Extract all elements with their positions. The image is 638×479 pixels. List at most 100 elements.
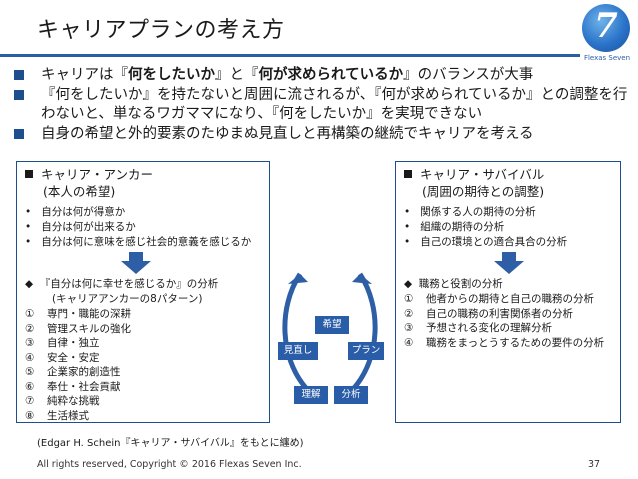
- logo-circle: [582, 4, 630, 52]
- list-number: ④: [25, 351, 35, 364]
- list-item-text: 他者からの期待と自己の職務の分析: [426, 293, 594, 305]
- square-bullet-icon: [14, 90, 24, 100]
- copyright-footer: All rights reserved, Copyright © 2016 Fl…: [37, 459, 302, 470]
- career-survival-heading-text: キャリア・サバイバル: [420, 167, 545, 182]
- bullet-1: キャリアは『何をしたいか』と『何が求められているか』のバランスが大事: [14, 66, 634, 85]
- logo-text: Flexas Seven: [583, 54, 631, 62]
- logo-seven-glyph: 7: [594, 6, 618, 46]
- list-number: ⑤: [25, 366, 35, 378]
- numbered-list-item: ③ 自律・独立: [25, 337, 100, 350]
- numbered-list-item: ② 管理スキルの強化: [25, 323, 131, 336]
- list-item-text: 自己の職務の利害関係者の分析: [426, 307, 573, 320]
- arrowhead-icon: [352, 274, 372, 284]
- down-arrow-icon: [494, 252, 524, 274]
- company-logo: 7 Flexas Seven: [576, 4, 636, 66]
- bullet-1-post: 』のバランスが大事: [403, 67, 534, 83]
- list-item-text: 自律・独立: [47, 337, 100, 349]
- list-item: • 関係する人の期待の分析: [404, 206, 536, 218]
- list-item-text: 組織の期待の分析: [420, 221, 505, 233]
- slide-title: キャリアプランの考え方: [37, 18, 285, 43]
- numbered-list-item: ① 他者からの期待と自己の職務の分析: [404, 293, 594, 306]
- list-number: ⑥: [25, 380, 35, 393]
- list-number: ④: [404, 336, 414, 349]
- list-item-text: 奉仕・社会貢献: [47, 380, 121, 393]
- numbered-list-item: ③ 予想される変化の理解分析: [404, 322, 552, 335]
- cycle-label-analysis: 分析: [334, 386, 368, 404]
- list-item: • 自分は何が得意か: [25, 206, 126, 218]
- numbered-list-item: ⑤ 企業家的創造性: [25, 366, 121, 379]
- career-anchor-heading: キャリア・アンカー: [25, 167, 153, 183]
- analysis-title-text: 『自分は何に幸せを感じるか』の分析: [39, 278, 219, 290]
- numbered-list-item: ⑧ 生活様式: [25, 410, 89, 423]
- cycle-arc-right: [352, 272, 378, 390]
- list-item-text: 自分は何に意味を感じ社会的意義を感じるか: [41, 236, 252, 248]
- bullet-2: 『何をしたいか』を持たないと周囲に流されるが、『何が求められているか』との調整を…: [14, 86, 634, 124]
- list-number: ①: [404, 293, 414, 305]
- cycle-label-plan: プラン: [348, 342, 384, 360]
- cycle-label-review: 見直し: [278, 342, 318, 360]
- source-citation: (Edgar H. Schein『キャリア・サバイバル』をもとに纏め): [37, 438, 304, 449]
- bullet-1-pre: キャリアは『: [41, 67, 128, 83]
- career-cycle-diagram: 希望 見直し プラン 理解 分析: [270, 238, 390, 414]
- numbered-list-item: ⑦ 純粋な挑戦: [25, 395, 100, 408]
- bullet-1-mid: 』と『: [215, 67, 259, 83]
- title-rule: [0, 54, 580, 57]
- career-anchor-subheading: (本人の希望): [43, 184, 116, 199]
- cycle-arrows: [282, 272, 378, 390]
- list-number: ③: [25, 337, 35, 349]
- bullet-3-text: 自身の希望と外的要素のたゆまぬ見直しと再構築の継続でキャリアを考える: [41, 126, 534, 142]
- analysis-title: ◆ 職務と役割の分析: [404, 278, 503, 290]
- career-anchor-heading-text: キャリア・アンカー: [41, 167, 154, 182]
- down-arrow-icon: [121, 252, 151, 274]
- bullet-1-emphasis-1: 何をしたいか: [128, 67, 215, 83]
- list-item: • 自分は何が出来るか: [25, 221, 136, 233]
- career-anchor-panel: キャリア・アンカー (本人の希望) • 自分は何が得意か • 自分は何が出来るか…: [16, 161, 270, 423]
- numbered-list-item: ② 自己の職務の利害関係者の分析: [404, 308, 573, 321]
- list-item-text: 生活様式: [47, 409, 89, 422]
- list-item-text: 自分は何が得意か: [41, 206, 126, 218]
- square-bullet-icon: [404, 170, 412, 178]
- cycle-arc-left: [282, 272, 308, 390]
- list-item-text: 予想される変化の理解分析: [426, 322, 552, 334]
- numbered-list-item: ④ 安全・安定: [25, 352, 100, 365]
- list-item-text: 関係する人の期待の分析: [420, 206, 536, 218]
- page-number: 37: [588, 459, 601, 470]
- list-item: • 組織の期待の分析: [404, 221, 505, 233]
- list-number: ⑦: [25, 395, 35, 407]
- list-number: ②: [404, 307, 414, 320]
- bullet-1-emphasis-2: 何が求められているか: [258, 67, 404, 83]
- cycle-label-hope: 希望: [315, 316, 349, 334]
- bullet-3: 自身の希望と外的要素のたゆまぬ見直しと再構築の継続でキャリアを考える: [14, 125, 634, 144]
- list-number: ②: [25, 322, 35, 335]
- list-item-text: 純粋な挑戦: [47, 395, 100, 407]
- list-number: ③: [404, 322, 414, 334]
- analysis-title: ◆ 『自分は何に幸せを感じるか』の分析: [25, 278, 219, 290]
- analysis-title-text: 職務と役割の分析: [418, 278, 503, 290]
- numbered-list-item: ① 専門・職能の深耕: [25, 308, 131, 321]
- list-item: • 自分は何に意味を感じ社会的意義を感じるか: [25, 236, 252, 248]
- square-bullet-icon: [14, 129, 24, 139]
- square-bullet-icon: [25, 170, 33, 178]
- list-item: • 自己の環境との適合具合の分析: [404, 236, 568, 248]
- numbered-list-item: ⑥ 奉仕・社会貢献: [25, 381, 121, 394]
- list-item-text: 企業家的創造性: [47, 366, 121, 378]
- career-survival-panel: キャリア・サバイバル (周囲の期待との調整) • 関係する人の期待の分析 • 組…: [395, 161, 621, 423]
- bullet-2-line-1: 『何をしたいか』を持たないと周囲に流されるが、『何が求められているか』との調整を…: [41, 87, 628, 103]
- arrowhead-icon: [288, 274, 308, 284]
- career-survival-heading: キャリア・サバイバル: [404, 167, 544, 183]
- analysis-subtitle: (キャリアアンカーの8パターン): [52, 293, 203, 305]
- cycle-label-understanding: 理解: [294, 386, 328, 404]
- list-number: ⑧: [25, 409, 35, 422]
- list-item-text: 自己の環境との適合具合の分析: [420, 236, 568, 248]
- list-item-text: 専門・職能の深耕: [47, 308, 131, 320]
- list-item-text: 安全・安定: [47, 351, 100, 364]
- career-survival-subheading: (周囲の期待との調整): [422, 184, 545, 199]
- square-bullet-icon: [14, 70, 24, 80]
- bullet-2-line-2: わないと、単なるワガママになり、『何をしたいか』を実現できない: [41, 106, 483, 122]
- list-item-text: 管理スキルの強化: [47, 322, 131, 335]
- bullet-list: キャリアは『何をしたいか』と『何が求められているか』のバランスが大事 『何をした…: [14, 66, 634, 145]
- list-number: ①: [25, 308, 35, 320]
- list-item-text: 自分は何が出来るか: [41, 221, 136, 233]
- numbered-list-item: ④ 職務をまっとうするための要件の分析: [404, 337, 604, 350]
- list-item-text: 職務をまっとうするための要件の分析: [426, 336, 605, 349]
